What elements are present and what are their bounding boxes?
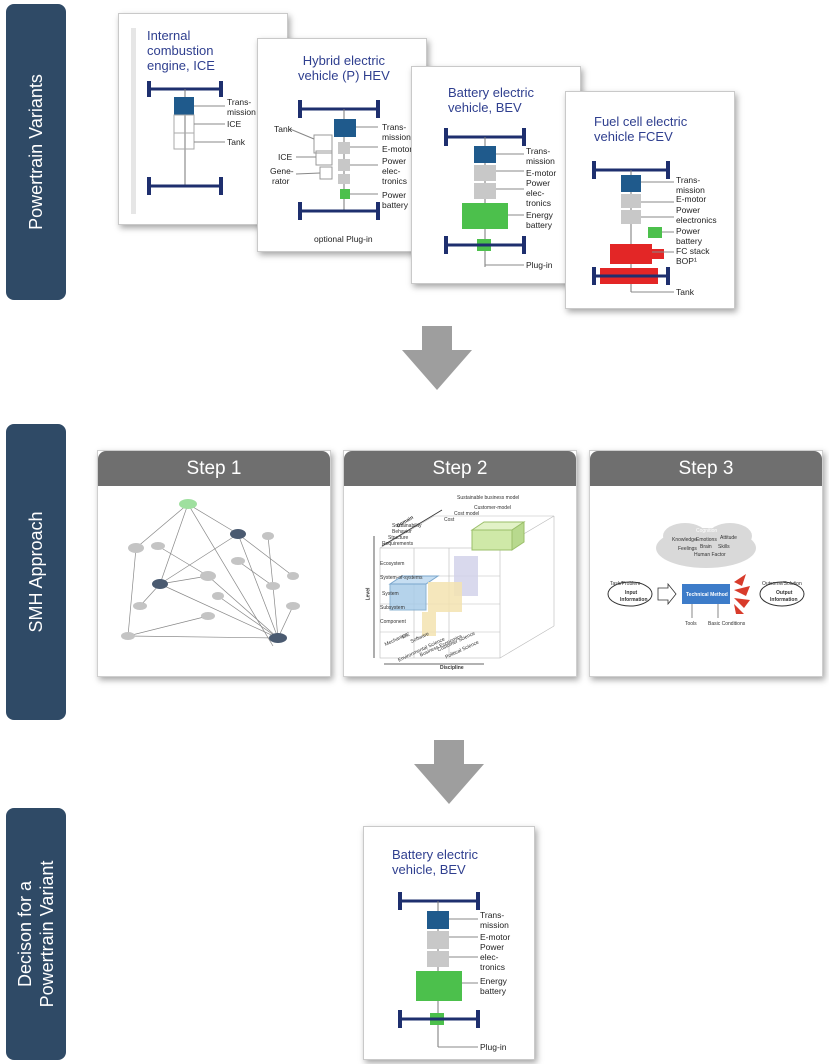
down-arrow-icon bbox=[414, 740, 484, 804]
step-2-header: Step 2 bbox=[344, 451, 576, 486]
bev-schematic bbox=[444, 128, 526, 267]
step-1-panel: Step 1 bbox=[97, 450, 331, 677]
step-1-network-graph bbox=[121, 499, 300, 647]
hev-schematic bbox=[289, 100, 380, 220]
step-2-panel: Step 2 Sustainable business model Custom… bbox=[343, 450, 577, 677]
sidebar-smh-approach: SMH Approach bbox=[6, 424, 66, 720]
step-3-header: Step 3 bbox=[590, 451, 822, 486]
fcev-schematic bbox=[592, 161, 674, 293]
sidebar-label: Powertrain Variants bbox=[26, 74, 46, 230]
ice-schematic bbox=[147, 81, 225, 195]
down-arrow-icon bbox=[402, 326, 472, 390]
step-1-header: Step 1 bbox=[98, 451, 330, 486]
step-3-panel: Step 3 Task/Problem Input Information Te… bbox=[589, 450, 823, 677]
decision-bev-schematic bbox=[398, 892, 480, 1048]
sidebar-powertrain-variants: Powertrain Variants bbox=[6, 4, 66, 300]
sidebar-label: SMH Approach bbox=[26, 511, 46, 633]
step-2-cube-model bbox=[373, 509, 555, 665]
step-3-method-diagram bbox=[607, 523, 805, 618]
